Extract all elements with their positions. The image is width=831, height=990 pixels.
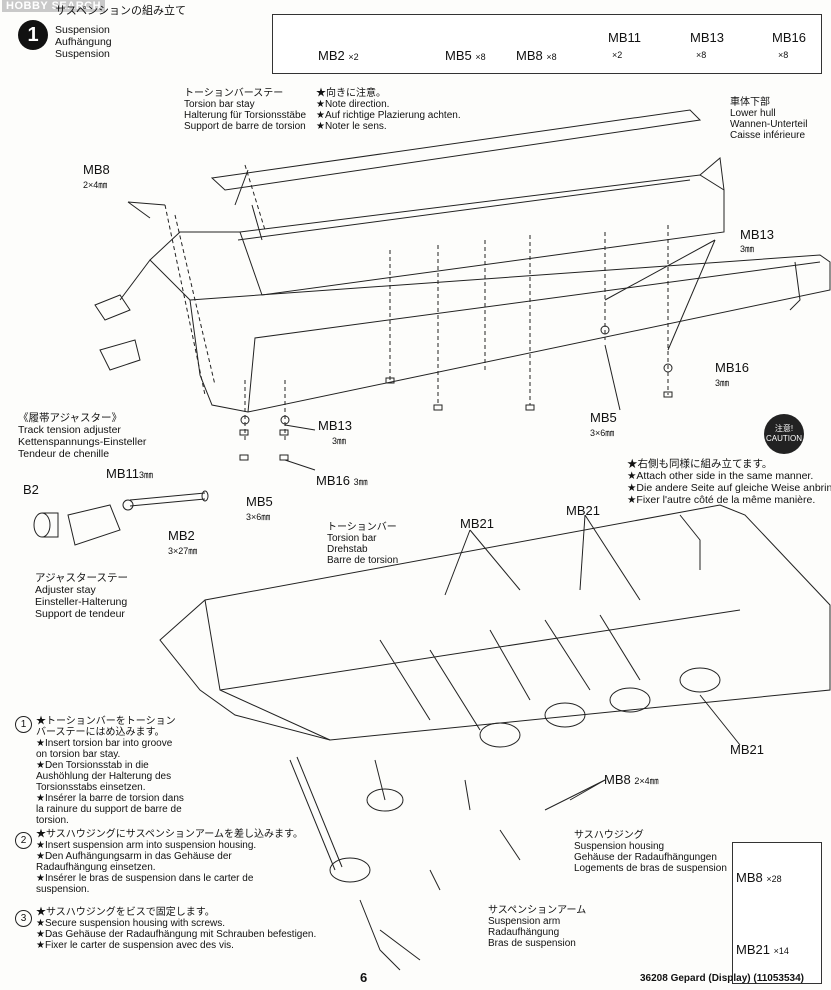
parts-legend [732, 842, 822, 984]
step-instructions: ★サスハウジングをビスで固定します。★Secure suspension hou… [36, 907, 317, 951]
mb8-size: 2×4㎜ [83, 180, 108, 190]
caution-badge: 注意!CAUTION [764, 414, 804, 454]
mb13-size: 3㎜ [740, 244, 755, 254]
part-label: MB8 ×8 [516, 48, 557, 63]
mb5-size: 3×6㎜ [590, 428, 615, 438]
mb13-callout: MB13 [318, 418, 352, 433]
mb8-callout: MB8 [83, 162, 110, 177]
part-qty: ×2 [612, 50, 623, 60]
part-label: MB11 [608, 30, 641, 45]
watermark: HOBBY SEARCH [2, 0, 106, 12]
mb13-callout: MB13 [740, 227, 774, 242]
mb21-callout: MB21 [730, 742, 764, 757]
step-title-fr: Suspension [55, 48, 110, 60]
product-code: 36208 Gepard (Display) (11053534) [640, 973, 804, 984]
step-instructions: ★サスハウジングにサスペンションアームを差し込みます。★Insert suspe… [36, 829, 303, 895]
track-tension-label: 《履帯アジャスター》Track tension adjuster Kettens… [18, 412, 147, 460]
part-qty: ×8 [778, 50, 789, 60]
part-label: MB5 ×8 [445, 48, 486, 63]
part-label: MB13 [690, 30, 724, 45]
page-number: 6 [360, 970, 368, 985]
parts-box [272, 14, 822, 74]
mb2-size: 3×27㎜ [168, 546, 198, 556]
step-title-en: Suspension [55, 24, 110, 36]
mb21-callout: MB21 [460, 516, 494, 531]
part-label: MB16 [772, 30, 806, 45]
mb16-callout: MB16 [715, 360, 749, 375]
step-instructions: ★トーションバーをトーションバーステーにはめ込みます。 ★Insert tors… [36, 716, 184, 826]
b2-label: B2 [23, 482, 39, 497]
step-title-de: Aufhängung [55, 36, 112, 48]
step-number: 1 [18, 20, 48, 50]
legend-item: MB21 ×14 [736, 942, 789, 957]
part-label: MB2 ×2 [318, 48, 359, 63]
mb11-label: MB113㎜ [106, 466, 154, 481]
mb13-size: 3㎜ [332, 436, 347, 446]
note-direction: ★向きに注意。★Note direction. ★Auf richtige Pl… [316, 88, 461, 132]
mb5-callout: MB5 [246, 494, 273, 509]
legend-item: MB8 ×28 [736, 870, 782, 885]
mb5-callout: MB5 [590, 410, 617, 425]
step-marker: 2 [15, 832, 32, 849]
step-title-jp: サスペンションの組み立て [55, 5, 187, 17]
step-marker: 3 [15, 910, 32, 927]
part-qty: ×8 [696, 50, 707, 60]
mb21-callout: MB21 [566, 503, 600, 518]
mb2-label: MB2 [168, 528, 195, 543]
step-marker: 1 [15, 716, 32, 733]
mb16-callout: MB16 3㎜ [316, 473, 368, 488]
mb16-size: 3㎜ [715, 378, 730, 388]
mb8-callout: MB8 2×4㎜ [604, 772, 659, 787]
mb5-size: 3×6㎜ [246, 512, 271, 522]
other-side-note: ★右側も同様に組み立てます。★Attach other side in the … [627, 458, 831, 506]
